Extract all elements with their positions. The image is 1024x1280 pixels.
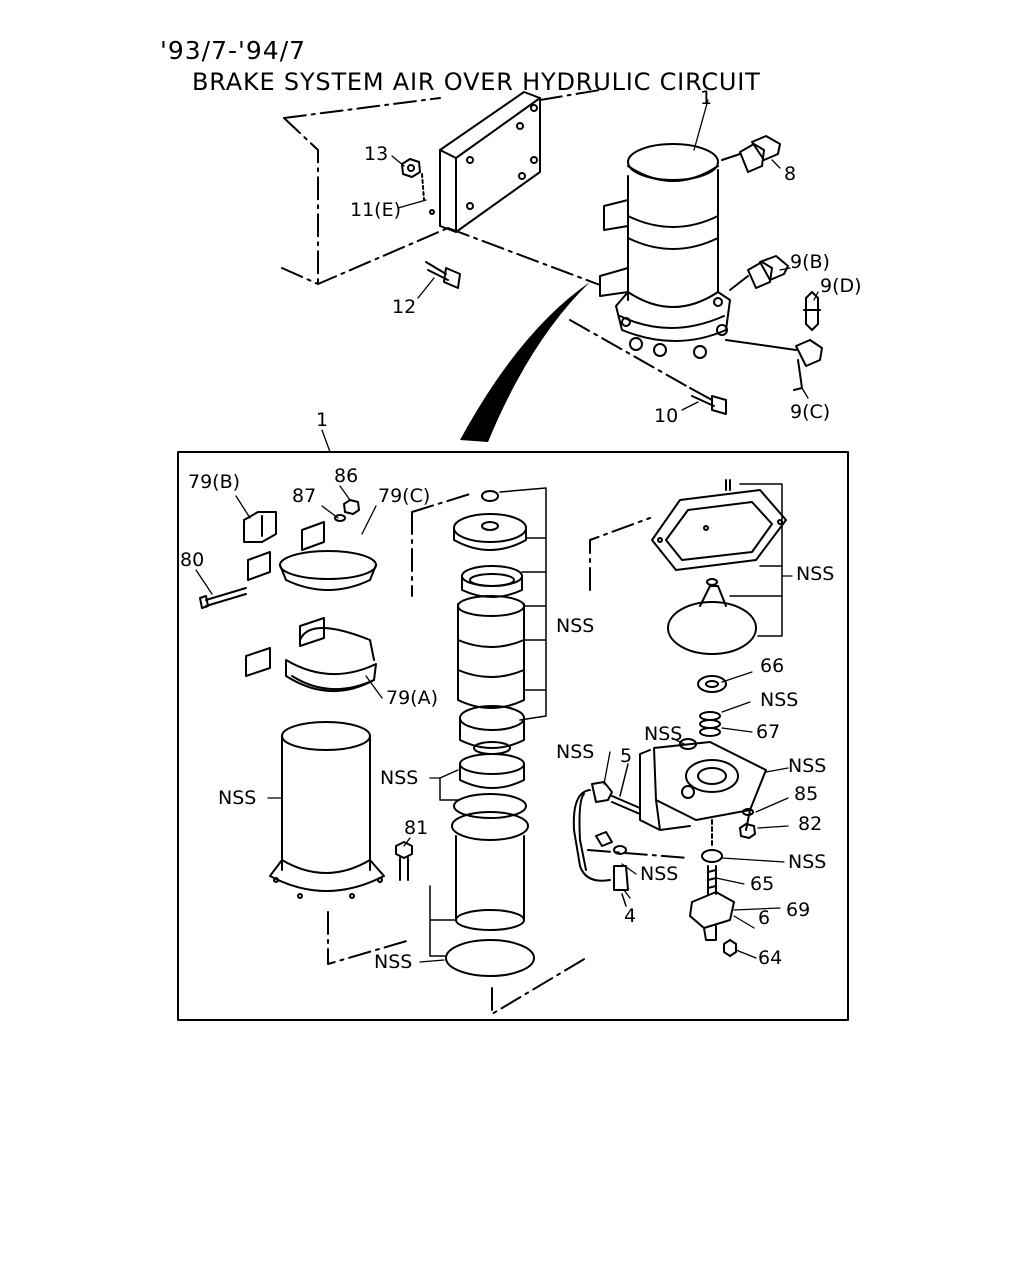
callout-12: 12 xyxy=(392,296,416,318)
part-12-bolt xyxy=(425,209,461,289)
callout-81: 81 xyxy=(404,817,428,839)
part-64-screw xyxy=(723,939,737,957)
part-79a-clamp-band xyxy=(245,617,377,692)
part-5-fitting xyxy=(591,763,641,815)
part-85-washer xyxy=(742,808,754,816)
part-80-bolt xyxy=(199,587,247,609)
mounting-bracket xyxy=(439,91,541,233)
callout-79b: 79(B) xyxy=(188,471,240,493)
exploded-view-frame xyxy=(177,451,849,1021)
nss-leader-brackets xyxy=(429,487,547,957)
part-66-cap xyxy=(697,675,727,693)
callout-87: 87 xyxy=(292,485,316,507)
callout-nss-bottom: NSS xyxy=(374,951,412,973)
part-86-nut xyxy=(343,499,360,515)
part-82-nut xyxy=(739,823,756,839)
part-87-washer xyxy=(334,514,346,522)
lower-seal xyxy=(701,819,723,863)
callout-nss-82: NSS xyxy=(788,851,826,873)
callout-leaders xyxy=(195,99,819,963)
callout-11e: 11(E) xyxy=(350,199,401,221)
part-9c-fitting xyxy=(725,339,823,391)
callout-nss-66: NSS xyxy=(760,689,798,711)
callout-69: 69 xyxy=(786,899,810,921)
callout-nss-stack: NSS xyxy=(556,615,594,637)
part-4-switch xyxy=(595,831,629,907)
callout-1-box: 1 xyxy=(316,409,328,431)
callout-82: 82 xyxy=(798,813,822,835)
callout-9b: 9(B) xyxy=(790,251,830,273)
part-79c-clamp-band xyxy=(247,521,377,591)
part-9b-fitting xyxy=(729,255,789,291)
callout-64: 64 xyxy=(758,947,782,969)
callout-65: 65 xyxy=(750,873,774,895)
callout-4: 4 xyxy=(624,905,636,927)
callout-nss-4: NSS xyxy=(640,863,678,885)
part-10-bolt xyxy=(689,387,727,415)
date-range-label: '93/7-'94/7 xyxy=(160,36,307,65)
callout-nss-mid: NSS xyxy=(380,767,418,789)
callout-6: 6 xyxy=(758,907,770,929)
callout-80: 80 xyxy=(180,549,204,571)
part-13-nut xyxy=(401,158,425,201)
diagram-dashdot-lines xyxy=(587,849,689,859)
callout-5: 5 xyxy=(620,745,632,767)
part-65-stem xyxy=(707,865,717,895)
callout-10: 10 xyxy=(654,405,678,427)
callout-nss-shell: NSS xyxy=(218,787,256,809)
callout-nss-cover: NSS xyxy=(796,563,834,585)
part-67-spring xyxy=(699,711,721,737)
nss-right-bracket xyxy=(729,483,783,637)
callout-9d: 9(D) xyxy=(820,275,862,297)
callout-79c: 79(C) xyxy=(378,485,430,507)
part-8-elbow-fitting xyxy=(721,135,781,173)
diagram-title: BRAKE SYSTEM AIR OVER HYDRULIC CIRCUIT xyxy=(192,68,761,96)
callout-nss-body: NSS xyxy=(788,755,826,777)
callout-66: 66 xyxy=(760,655,784,677)
callout-9c: 9(C) xyxy=(790,401,830,423)
hydraulic-line xyxy=(572,789,611,882)
part-6-housing xyxy=(689,891,735,941)
callout-nss-left: NSS xyxy=(556,741,594,763)
callout-1-top: 1 xyxy=(700,87,712,109)
callout-79a: 79(A) xyxy=(386,687,438,709)
callout-13: 13 xyxy=(364,143,388,165)
callout-8: 8 xyxy=(784,163,796,185)
part-79b-clamp-bracket xyxy=(243,511,277,543)
callout-86: 86 xyxy=(334,465,358,487)
callout-nss-oring: NSS xyxy=(644,723,682,745)
frame-rail-outline xyxy=(281,89,601,286)
part-81-screw xyxy=(395,841,413,881)
upper-cover-plate xyxy=(589,479,787,591)
callout-85: 85 xyxy=(794,783,818,805)
cylinder-shell xyxy=(269,721,411,965)
callout-67: 67 xyxy=(756,721,780,743)
valve-body xyxy=(639,741,767,831)
zoom-swoosh-arrow xyxy=(460,282,590,442)
diaphragm-oring xyxy=(667,578,757,655)
part-9d-fitting xyxy=(803,291,821,331)
booster-assembly xyxy=(569,143,731,389)
